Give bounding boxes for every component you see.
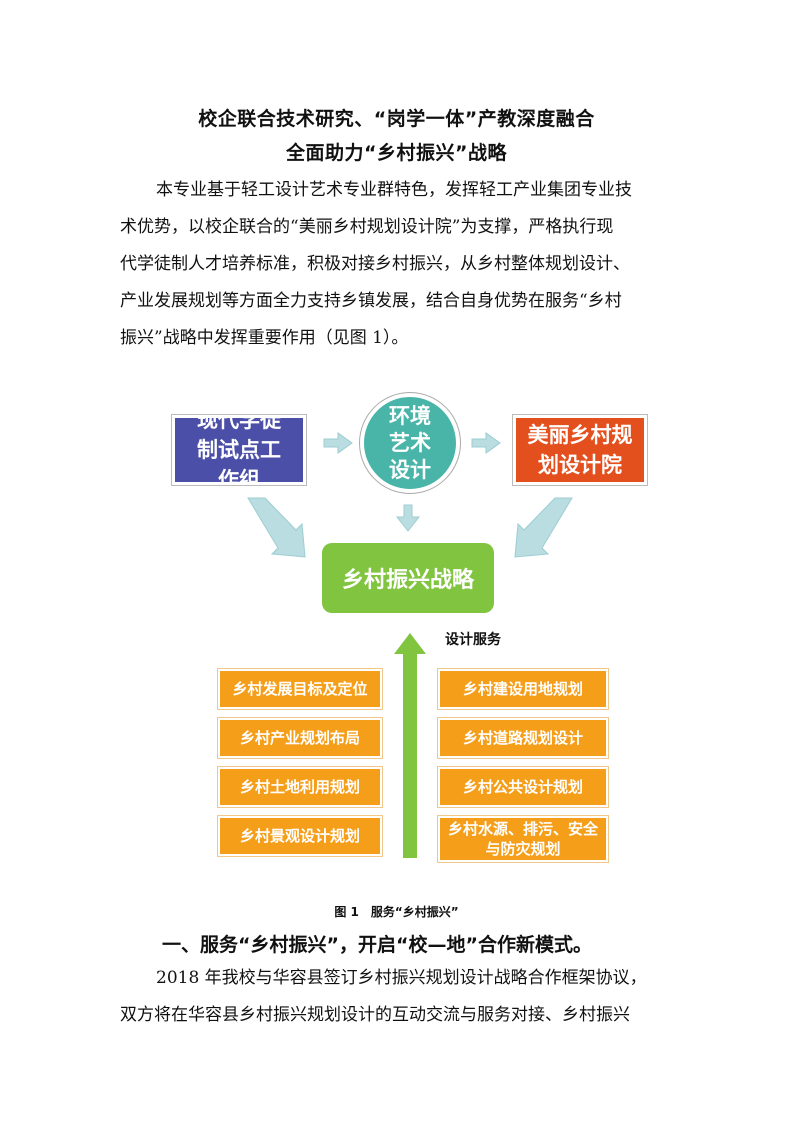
section-heading: 一、服务“乡村振兴”，开启“校—地”合作新模式。 — [162, 934, 592, 956]
page-title-line2: 全面助力“乡村振兴”战略 — [286, 142, 507, 164]
intro-line-5: 振兴”战略中发挥重要作用（见图 1）。 — [120, 328, 409, 348]
strategy-box: 乡村振兴战略 — [322, 543, 494, 613]
figure-caption: 图 1 服务“乡村振兴” — [334, 905, 459, 919]
intro-paragraph: 本专业基于轻工设计艺术专业群特色，发挥轻工产业集团专业技 术优势，以校企联合的“… — [120, 172, 676, 357]
section-paragraph: 2018 年我校与华容县签订乡村振兴规划设计战略合作框架协议， 双方将在华容县乡… — [120, 960, 676, 1034]
intro-line-2: 术优势，以校企联合的“美丽乡村规划设计院”为支撑，严格执行现 — [120, 217, 614, 237]
arrow-circle-to-strategy — [395, 504, 421, 532]
left-item-2: 乡村产业规划布局 — [217, 717, 383, 759]
section-line-2: 双方将在华容县乡村振兴规划设计的互动交流与服务对接、乡村振兴 — [120, 1005, 630, 1025]
left-item-1: 乡村发展目标及定位 — [217, 668, 383, 710]
left-item-3: 乡村土地利用规划 — [217, 766, 383, 808]
intro-line-1: 本专业基于轻工设计艺术专业群特色，发挥轻工产业集团专业技 — [156, 180, 632, 200]
right-box-institute: 美丽乡村规划设计院 — [512, 414, 648, 486]
right-item-2: 乡村道路规划设计 — [437, 717, 609, 759]
section-line-1: 2018 年我校与华容县签订乡村振兴规划设计战略合作框架协议， — [156, 968, 647, 988]
right-item-1: 乡村建设用地规划 — [437, 668, 609, 710]
arrow-left-box-to-strategy — [247, 497, 306, 558]
right-item-4: 乡村水源、排污、安全与防灾规划 — [437, 815, 609, 863]
arrow-right-box-to-strategy — [514, 497, 573, 558]
service-label: 设计服务 — [445, 632, 501, 648]
intro-line-3: 代学徒制人才培养标准，积极对接乡村振兴，从乡村整体规划设计、 — [120, 254, 630, 274]
page-title-line1: 校企联合技术研究、“岗学一体”产教深度融合 — [198, 108, 595, 130]
service-up-arrow — [394, 633, 426, 858]
right-item-3: 乡村公共设计规划 — [437, 766, 609, 808]
arrow-to-left-box — [323, 432, 353, 454]
left-item-4: 乡村景观设计规划 — [217, 815, 383, 857]
left-box-apprenticeship: 现代学徒制试点工作组 — [171, 408, 307, 492]
arrow-to-right-box — [471, 432, 501, 454]
intro-line-4: 产业发展规划等方面全力支持乡镇发展，结合自身优势在服务“乡村 — [120, 291, 622, 311]
center-circle-design: 环境艺术设计 — [360, 393, 460, 493]
